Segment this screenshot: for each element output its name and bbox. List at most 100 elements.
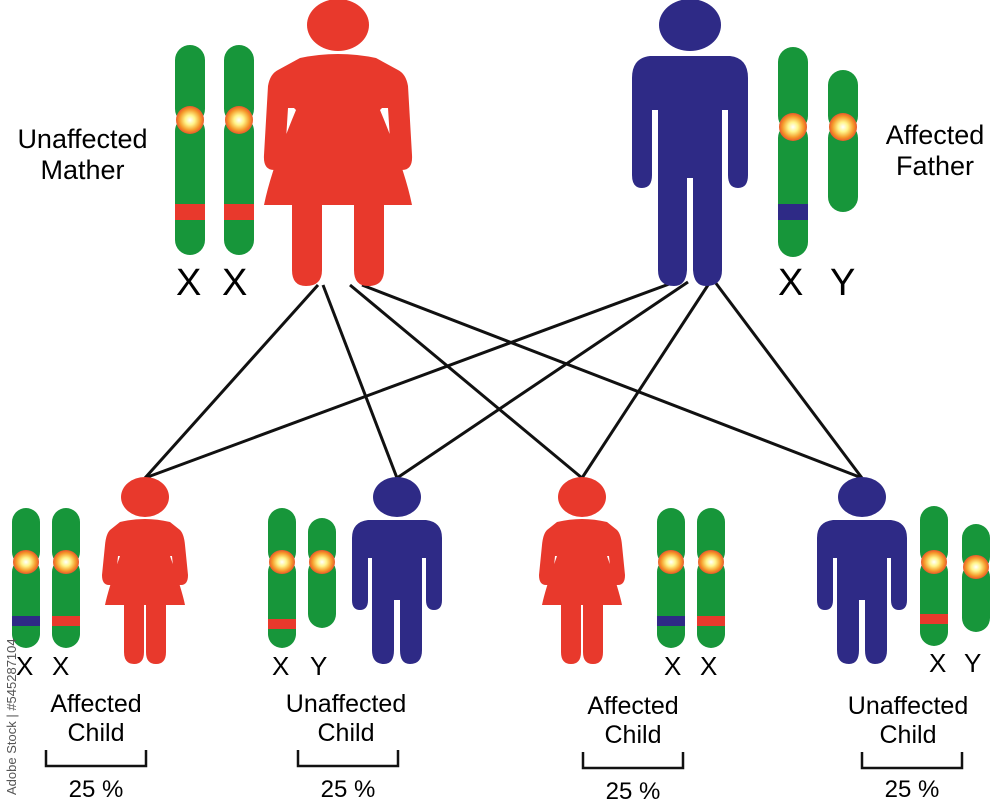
centromere bbox=[309, 550, 335, 574]
mother-figure bbox=[263, 0, 413, 286]
bracket-child1 bbox=[44, 750, 148, 768]
child3-female-figure bbox=[539, 477, 625, 664]
mother-label-line1: Unaffected bbox=[17, 124, 148, 154]
father-chrom-y: Y bbox=[830, 262, 856, 304]
father-x-chromosome bbox=[778, 47, 808, 257]
centromere bbox=[963, 555, 989, 579]
father-label-line1: Affected bbox=[885, 120, 985, 150]
centromere bbox=[225, 106, 253, 134]
child1-label-line2: Child bbox=[67, 718, 125, 747]
centromere bbox=[829, 113, 857, 141]
chromosome-lower-arm bbox=[778, 123, 808, 257]
centromere bbox=[13, 550, 39, 574]
chromosome-lower-arm bbox=[962, 563, 990, 632]
child2-label: Unaffected Child bbox=[256, 690, 436, 748]
gene-band bbox=[697, 616, 725, 626]
centromere bbox=[658, 550, 684, 574]
child1-percent: 25 % bbox=[68, 776, 124, 803]
mother-chrom-x2: X bbox=[222, 262, 248, 304]
line-mother-child1 bbox=[143, 283, 320, 480]
child3-x2-chromosome bbox=[697, 508, 725, 648]
inheritance-lines bbox=[143, 278, 864, 480]
chromosome-lower-arm bbox=[308, 558, 336, 628]
child2-x-chromosome bbox=[268, 508, 296, 648]
child1-female-figure bbox=[102, 477, 188, 664]
gene-band bbox=[778, 204, 808, 220]
percent-brackets bbox=[44, 750, 964, 770]
gene-band bbox=[12, 616, 40, 626]
chromosome-upper-arm bbox=[268, 508, 296, 566]
watermark-text: Adobe Stock | #545287104 bbox=[4, 638, 19, 795]
mother-label: Unaffected Mather bbox=[0, 124, 165, 186]
child4-x-chromosome bbox=[920, 506, 948, 646]
child1-chrom-1: X bbox=[16, 651, 34, 681]
child3-x-chromosome bbox=[657, 508, 685, 648]
chromosome-lower-arm bbox=[224, 116, 254, 255]
gene-band bbox=[52, 616, 80, 626]
chromosome-upper-arm bbox=[778, 47, 808, 131]
chromosomes-group bbox=[12, 45, 990, 648]
line-father-child1 bbox=[144, 278, 681, 480]
child2-percent: 25 % bbox=[320, 776, 376, 803]
chromosome-upper-arm bbox=[52, 508, 80, 566]
line-father-child3 bbox=[580, 281, 712, 479]
child3-label: Affected Child bbox=[543, 692, 723, 750]
centromere bbox=[53, 550, 79, 574]
father-label: Affected Father bbox=[870, 120, 1000, 182]
chromosome-lower-arm bbox=[175, 116, 205, 255]
child1-x-chromosome bbox=[12, 508, 40, 648]
line-mother-child3 bbox=[349, 283, 583, 480]
centromere bbox=[779, 113, 807, 141]
father-y-chromosome bbox=[828, 70, 858, 212]
centromere bbox=[921, 550, 947, 574]
chromosome-upper-arm bbox=[920, 506, 948, 566]
child4-label-line2: Child bbox=[879, 720, 937, 749]
gene-band bbox=[175, 204, 205, 220]
child1-label-line1: Affected bbox=[50, 690, 142, 718]
gene-band bbox=[657, 616, 685, 626]
child2-label-line1: Unaffected bbox=[285, 690, 407, 718]
father-chrom-x: X bbox=[778, 262, 804, 304]
child3-chrom-2: X bbox=[700, 651, 718, 681]
child1-chrom-2: X bbox=[52, 651, 70, 681]
child2-y-chromosome bbox=[308, 518, 336, 628]
child4-y-chromosome bbox=[962, 524, 990, 632]
child4-chrom-2: Y bbox=[964, 648, 982, 678]
chromosome-upper-arm bbox=[175, 45, 205, 124]
centromere bbox=[698, 550, 724, 574]
child2-label-line2: Child bbox=[317, 718, 375, 747]
father-label-line2: Father bbox=[895, 151, 975, 182]
line-father-child2 bbox=[396, 280, 689, 480]
child4-percent: 25 % bbox=[884, 776, 940, 803]
bracket-child4 bbox=[860, 752, 964, 770]
bracket-child3 bbox=[581, 752, 685, 770]
child3-chrom-1: X bbox=[664, 651, 682, 681]
child1-label: Affected Child bbox=[6, 690, 186, 748]
child2-male-figure bbox=[352, 477, 442, 664]
child3-label-line2: Child bbox=[604, 720, 662, 749]
chromosome-upper-arm bbox=[657, 508, 685, 566]
chromosome-upper-arm bbox=[697, 508, 725, 566]
child3-percent: 25 % bbox=[605, 778, 661, 805]
child2-chrom-1: X bbox=[272, 651, 290, 681]
child4-chrom-1: X bbox=[929, 648, 947, 678]
child4-male-figure bbox=[817, 477, 907, 664]
mother-x2-chromosome bbox=[224, 45, 254, 255]
gene-band bbox=[224, 204, 254, 220]
child4-label-line1: Unaffected bbox=[847, 692, 969, 720]
chromosome-upper-arm bbox=[224, 45, 254, 124]
gene-band bbox=[268, 619, 296, 629]
child1-x2-chromosome bbox=[52, 508, 80, 648]
chromosome-lower-arm bbox=[828, 123, 858, 212]
mother-label-line2: Mather bbox=[40, 155, 125, 186]
line-mother-child2 bbox=[321, 284, 399, 479]
father-figure bbox=[632, 0, 748, 286]
child4-label: Unaffected Child bbox=[818, 692, 998, 750]
chromosome-upper-arm bbox=[12, 508, 40, 566]
bracket-child2 bbox=[296, 750, 400, 768]
child3-label-line1: Affected bbox=[587, 692, 679, 720]
line-mother-child4 bbox=[361, 283, 863, 480]
centromere bbox=[176, 106, 204, 134]
